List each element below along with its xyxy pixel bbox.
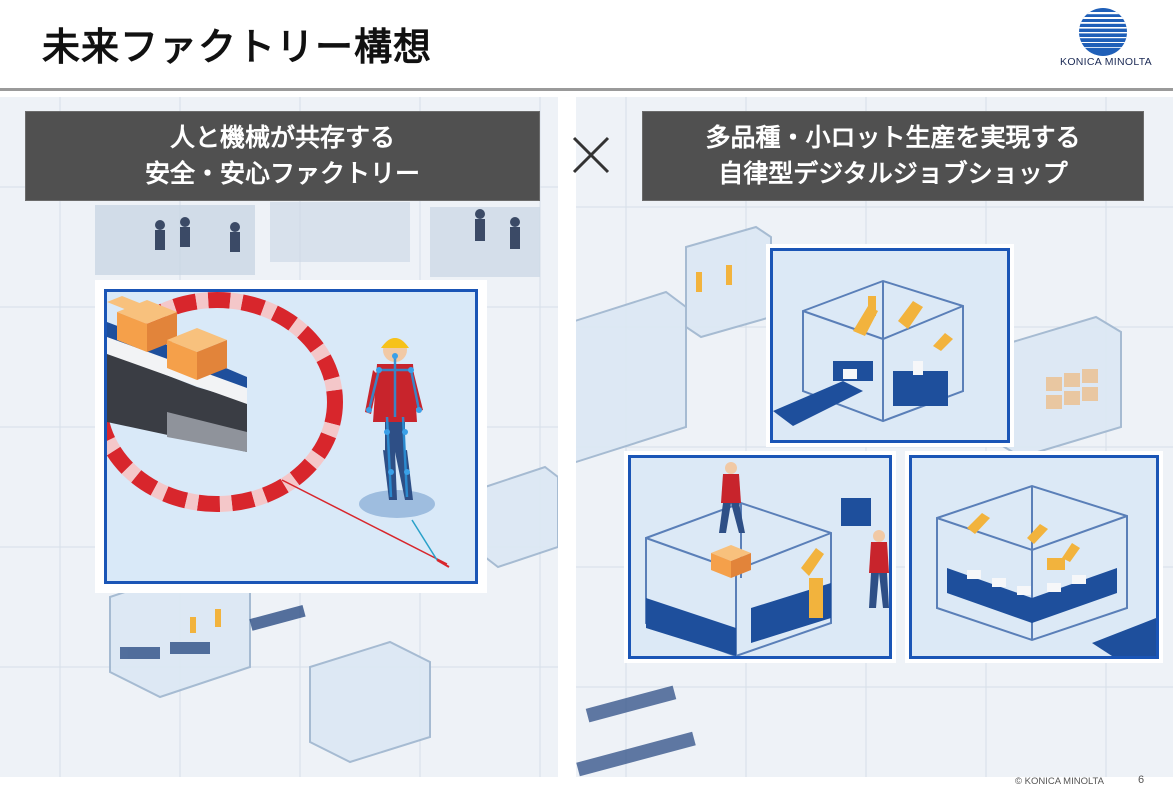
job-shop-cell-frame-right — [905, 451, 1163, 663]
safety-illustration — [104, 289, 478, 584]
times-icon — [572, 136, 610, 174]
job-shop-cell-top — [770, 248, 1010, 443]
left-concept-label: 人と機械が共存する 安全・安心ファクトリー — [25, 111, 540, 201]
page-number: 6 — [1138, 774, 1145, 786]
job-shop-cell-frame-left — [624, 451, 896, 663]
logo-wordmark: KONICA MINOLTA — [1060, 56, 1152, 68]
copyright-notice: © KONICA MINOLTA — [1015, 776, 1104, 787]
right-label-line1: 多品種・小ロット生産を実現する — [705, 123, 1081, 152]
left-label-line2: 安全・安心ファクトリー — [144, 159, 420, 188]
konica-minolta-globe-logo — [1079, 8, 1127, 56]
robot-cell-graphic-top — [773, 251, 1007, 440]
job-shop-cell-right — [909, 455, 1159, 659]
worker-robot-safety-zone-graphic — [107, 292, 475, 581]
right-concept-label: 多品種・小ロット生産を実現する 自律型デジタルジョブショップ — [642, 111, 1144, 201]
page-title: 未来ファクトリー構想 — [42, 25, 433, 69]
left-label-line1: 人と機械が共存する — [169, 123, 395, 152]
right-label-line2: 自律型デジタルジョブショップ — [718, 159, 1068, 188]
robot-cell-graphic-left — [631, 458, 889, 656]
robot-cell-graphic-right — [912, 458, 1156, 656]
title-divider — [0, 88, 1173, 91]
job-shop-cell-frame-top — [766, 244, 1014, 447]
safety-illustration-frame — [95, 280, 487, 593]
job-shop-cell-left — [628, 455, 892, 659]
